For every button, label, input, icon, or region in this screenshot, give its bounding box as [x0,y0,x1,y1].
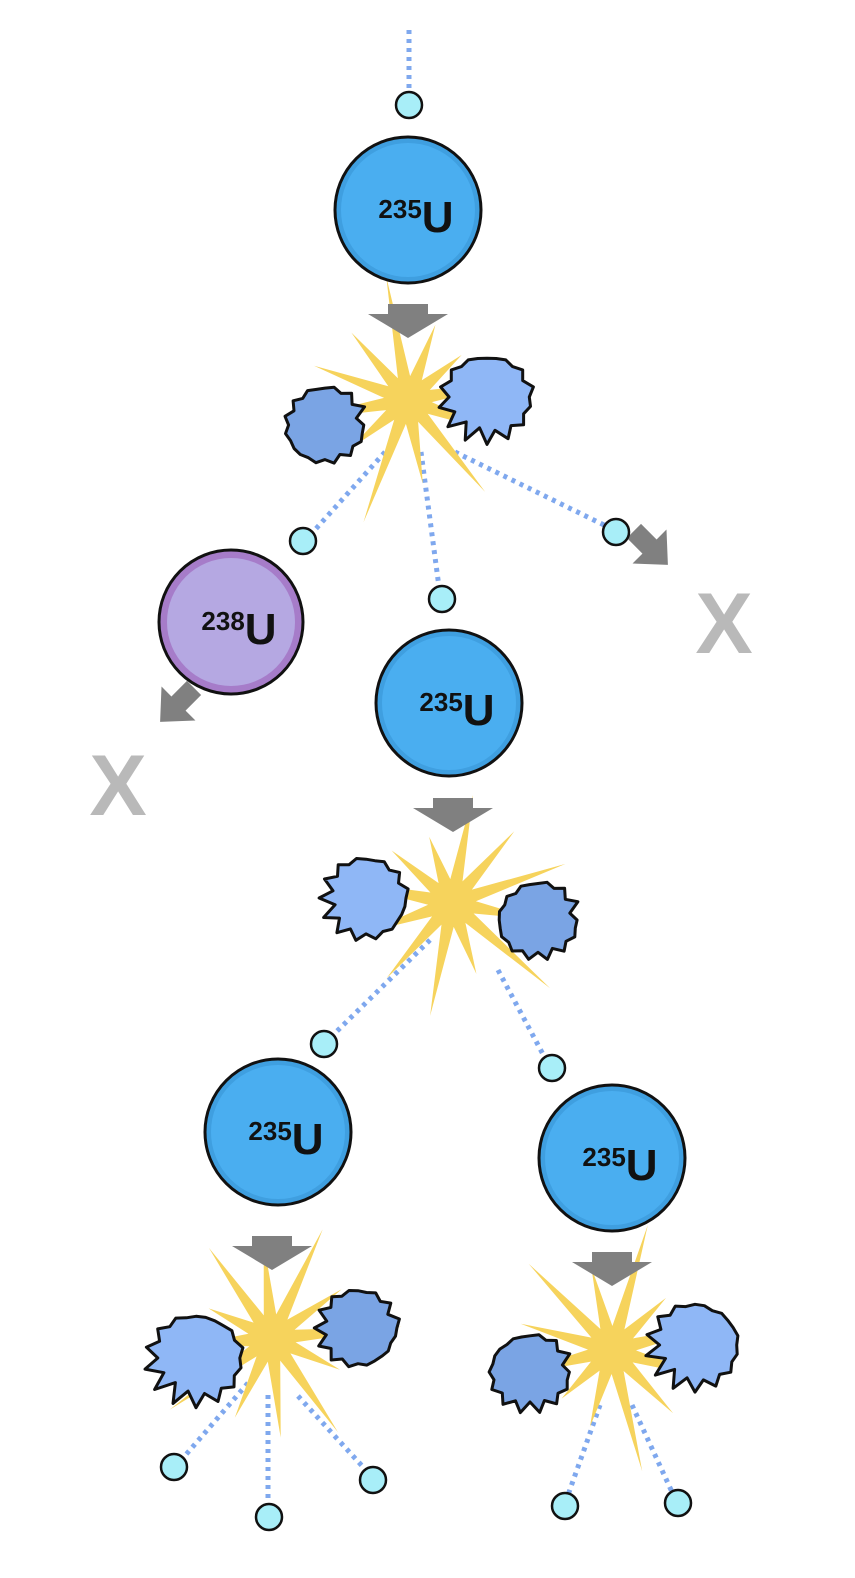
neutron [663,1488,693,1518]
fission-fragment [487,1333,572,1415]
nucleus-core [341,143,475,277]
element-symbol: U [422,193,454,242]
nucleus-core [545,1091,679,1225]
element-symbol: U [463,686,495,735]
neutron [358,1465,388,1495]
mass-number: 235 [582,1142,625,1172]
fission-fragment [143,1314,245,1410]
nucleus-gen1-center: 235U [374,628,524,778]
nucleus-top: 235U [333,135,483,285]
mass-number: 235 [419,687,462,717]
lost-neutron-mark-left: X [89,738,146,834]
element-symbol: U [245,605,277,654]
mass-number: 238 [201,606,244,636]
fission-fragment [644,1302,740,1394]
nucleus-core [167,558,295,686]
nucleus-label: 238U [201,605,276,654]
fission-fragment [312,1289,401,1369]
neutron [394,90,424,120]
lost-neutron-mark-right: X [695,576,752,672]
element-symbol: U [292,1115,324,1164]
fission-fragment [283,385,367,465]
neutron-trail [181,1381,250,1460]
nucleus-label: 235U [248,1115,323,1164]
neutron [427,584,457,614]
neutron [254,1502,284,1532]
mass-number: 235 [248,1116,291,1146]
neutron-trail [330,938,432,1038]
nucleus-gen2-left: 235U [203,1057,353,1207]
nucleus-core [382,636,516,770]
nucleus-label: 235U [419,686,494,735]
neutron-trail [629,1403,675,1494]
fission-flash [294,276,517,523]
element-symbol: U [626,1141,658,1190]
neutron-trail [565,1404,603,1496]
nucleus-gen1-absorbed: 238U [157,548,305,696]
fission-flash [505,1225,724,1472]
escape-arrow [626,523,668,565]
nucleus-gen2-right: 235U [537,1083,687,1233]
reaction-arrow [368,304,448,338]
fission-fragment [317,857,410,942]
nucleus-label: 235U [378,193,453,242]
neutron [159,1452,189,1482]
reaction-arrow [413,798,493,832]
neutron-trail [296,1394,366,1470]
fission-fragment [497,880,580,961]
neutron [601,517,631,547]
neutron-trail [418,451,442,588]
neutron [309,1029,339,1059]
reaction-arrow [572,1252,652,1286]
neutron [537,1053,567,1083]
fission-flash [169,1229,402,1438]
fission-fragment [437,356,535,446]
nucleus-core [211,1065,345,1199]
escape-arrow [160,680,202,722]
neutron [288,526,318,556]
neutron [550,1491,580,1521]
fission-flash [329,795,566,1016]
reaction-arrow [232,1236,312,1270]
mass-number: 235 [378,194,421,224]
neutron-trail [453,449,608,529]
nucleus-label: 235U [582,1141,657,1190]
neutron-trail [495,968,548,1060]
